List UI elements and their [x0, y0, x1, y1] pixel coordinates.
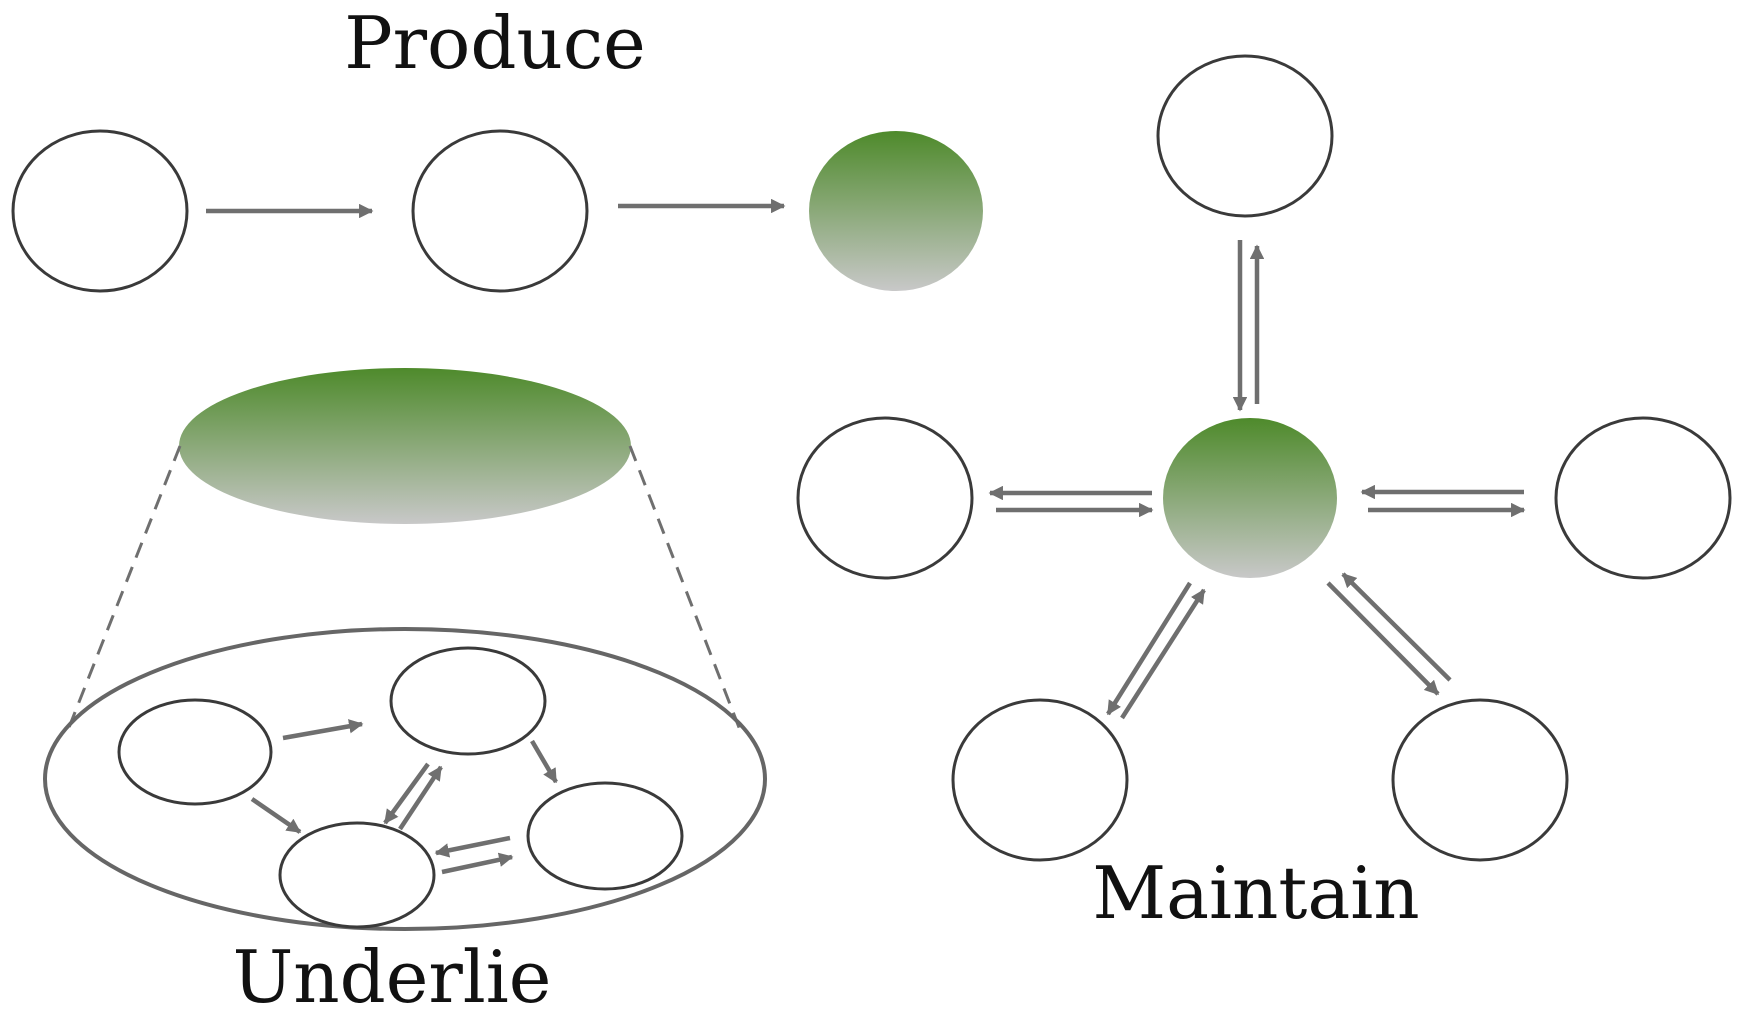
produce-node-1: [11, 129, 189, 293]
maintain-arrow-bottom-left-to-center: [1120, 588, 1206, 720]
underlie-arrow-4-2: [398, 765, 443, 831]
maintain-node-right: [1554, 416, 1732, 580]
maintain-arrow-center-to-bottom-left: [1106, 581, 1192, 716]
underlie-inner-node-3: [526, 781, 684, 891]
underlie-top-node: [179, 368, 631, 524]
produce-result-node: [809, 131, 983, 291]
maintain-node-top: [1156, 54, 1334, 218]
maintain-arrow-center-to-bottom-right: [1326, 581, 1440, 696]
maintain-node-bottom-left: [951, 698, 1129, 862]
underlie-section: Underlie: [43, 368, 767, 1019]
produce-section: Produce: [11, 1, 983, 293]
underlie-inner-node-2: [389, 646, 547, 756]
maintain-section: Maintain: [796, 54, 1732, 935]
maintain-node-bottom-right: [1391, 698, 1569, 862]
produce-node-2: [411, 129, 589, 293]
maintain-arrow-bottom-right-to-center: [1341, 572, 1452, 682]
maintain-label: Maintain: [1092, 851, 1419, 935]
underlie-arrow-1-2: [282, 719, 364, 741]
underlie-inner-node-4: [278, 821, 436, 929]
underlie-container: [43, 627, 767, 931]
maintain-center-node: [1163, 418, 1337, 578]
maintain-node-left: [796, 416, 974, 580]
underlie-inner-node-1: [117, 698, 273, 806]
underlie-arrow-2-4: [383, 762, 430, 825]
underlie-dashed-right: [628, 445, 742, 731]
underlie-arrow-4-3: [441, 852, 514, 875]
underlie-label: Underlie: [233, 935, 552, 1019]
underlie-arrow-2-3: [530, 739, 558, 784]
produce-label: Produce: [344, 1, 646, 85]
underlie-arrow-3-4: [434, 835, 511, 858]
underlie-arrow-1-4: [250, 797, 302, 834]
